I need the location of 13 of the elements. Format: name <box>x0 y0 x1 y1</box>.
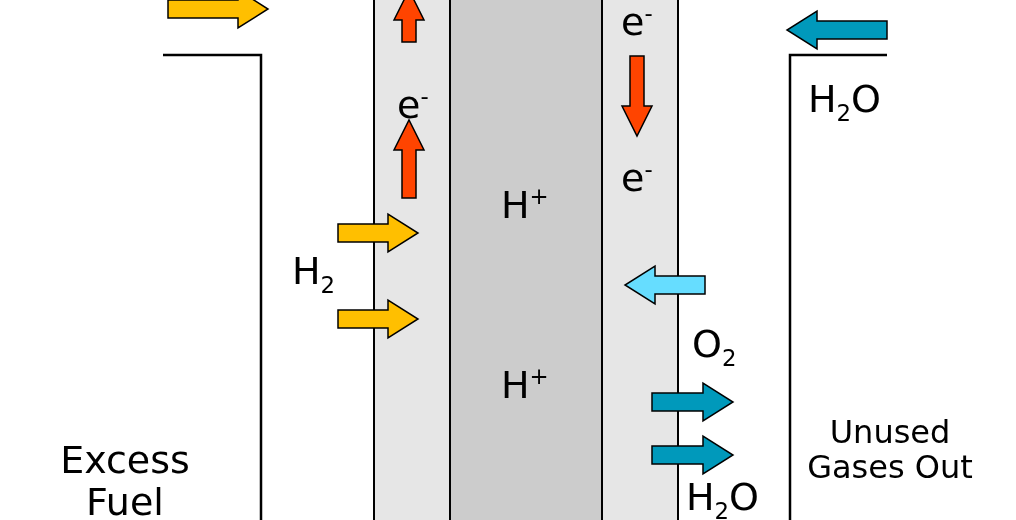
flow-label: Excess Fuel <box>59 440 191 520</box>
chemical-label: H$_{2}$O <box>808 80 881 125</box>
flow-label: Unused Gases Out <box>806 415 974 486</box>
chemical-label: O$_{2}$ <box>692 325 737 370</box>
chemical-label: H$_{2}$O <box>686 478 759 520</box>
electrolyte-layer <box>449 0 603 520</box>
electron-label: e$^{-}$ <box>621 158 653 197</box>
cathode-layer <box>601 0 679 520</box>
ion-label: H$^{+}$ <box>501 185 549 224</box>
electron-label: e$^{-}$ <box>621 2 653 41</box>
ion-label: H$^{+}$ <box>501 365 549 404</box>
chemical-label: H$_{2}$ <box>292 252 336 297</box>
electron-label: e$^{-}$ <box>397 85 429 124</box>
